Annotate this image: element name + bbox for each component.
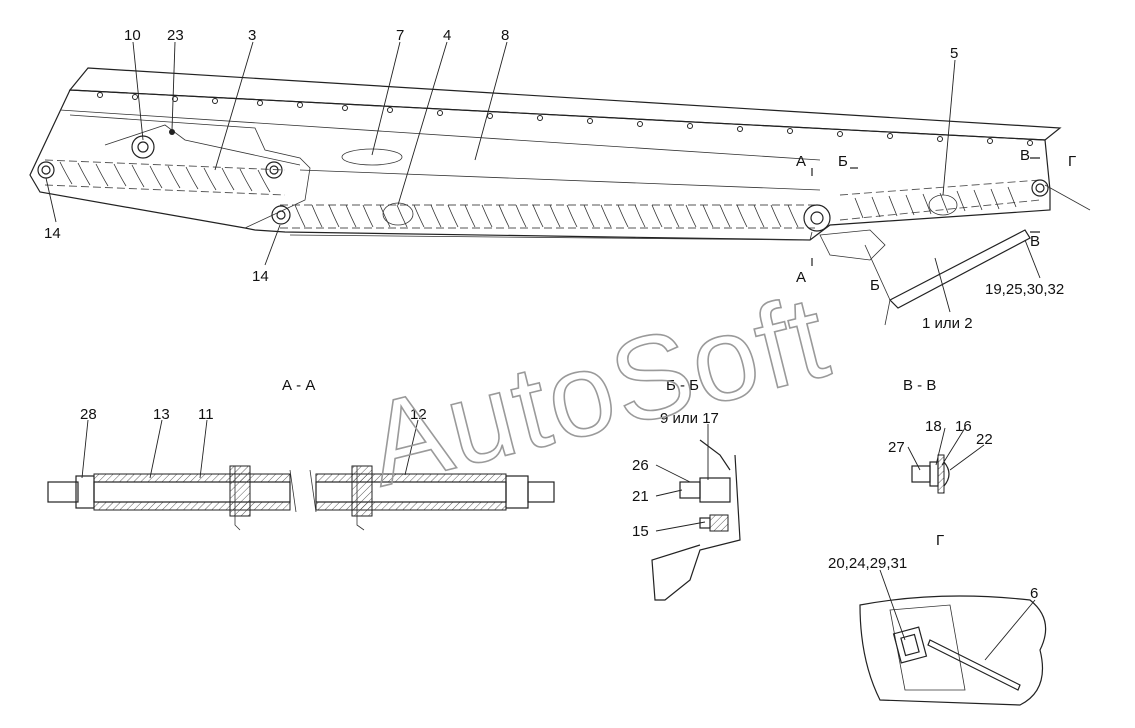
- frame-line: [289, 231, 813, 241]
- upper-housing: [69, 114, 311, 229]
- callout-14-left: 14: [44, 225, 61, 242]
- upper-auger: [37, 159, 286, 196]
- callout-labels: 10 23 3 7 4 8 5 14 14 19,25,30,32 1 или …: [44, 27, 1064, 602]
- callout-19-25-30-32: 19,25,30,32: [985, 281, 1064, 298]
- callout-14-center: 14: [252, 268, 269, 285]
- flap-link: [864, 244, 891, 326]
- inspection-window: [341, 148, 403, 166]
- callout-1-or-2: 1 или 2: [922, 315, 973, 332]
- callout-6: 6: [1030, 585, 1038, 602]
- callout-5: 5: [950, 45, 958, 62]
- section-titles: А - А Б - Б В - В Г: [282, 377, 944, 549]
- callout-3: 3: [248, 27, 256, 44]
- side-panel: [29, 89, 1051, 241]
- callout-15: 15: [632, 523, 649, 540]
- section-markers: [811, 157, 1040, 266]
- callout-26: 26: [632, 457, 649, 474]
- bolt-row: [97, 92, 1033, 146]
- sprocket-hub: [137, 141, 149, 153]
- callout-28: 28: [80, 406, 97, 423]
- section-vv-view: [911, 454, 950, 494]
- mark-b-bottom: Б: [870, 277, 880, 294]
- main-auger: [271, 202, 831, 232]
- callout-7: 7: [396, 27, 404, 44]
- conveyor-body: [29, 67, 1091, 326]
- callout-23: 23: [167, 27, 184, 44]
- drive-bracket: [819, 229, 886, 261]
- bolt-23: [169, 129, 175, 135]
- callout-4: 4: [443, 27, 451, 44]
- section-letters: А А Б Б В В Г: [796, 147, 1076, 294]
- mark-a-top: А: [796, 153, 806, 170]
- callout-20-24-29-31: 20,24,29,31: [828, 555, 907, 572]
- callout-18: 18: [925, 418, 942, 435]
- mark-v-top: В: [1020, 147, 1030, 164]
- mark-a-bottom: А: [796, 269, 806, 286]
- tension-arm: [104, 124, 301, 166]
- leader-lines: [45, 41, 1041, 661]
- right-auger: [839, 179, 1091, 221]
- callout-16: 16: [955, 418, 972, 435]
- section-bb-view: [651, 439, 741, 601]
- callout-13: 13: [153, 406, 170, 423]
- callout-8: 8: [501, 27, 509, 44]
- lower-flap: [888, 229, 1031, 309]
- callout-22: 22: [976, 431, 993, 448]
- callout-10: 10: [124, 27, 141, 44]
- title-section-aa: А - А: [282, 377, 315, 394]
- autosoft-watermark: AutoSoft: [355, 270, 842, 511]
- callout-21: 21: [632, 488, 649, 505]
- callout-9-or-17: 9 или 17: [660, 410, 719, 427]
- frame-line: [299, 169, 821, 191]
- callout-12: 12: [410, 406, 427, 423]
- callout-11: 11: [198, 406, 214, 423]
- title-view-g: Г: [936, 532, 944, 549]
- callout-27: 27: [888, 439, 905, 456]
- mark-b-top: Б: [838, 153, 848, 170]
- mark-g: Г: [1068, 153, 1076, 170]
- top-cover: [68, 67, 1062, 141]
- mark-v-bottom: В: [1030, 233, 1040, 250]
- title-section-vv: В - В: [903, 377, 936, 394]
- section-aa-view: [47, 465, 555, 531]
- view-g: [859, 595, 1047, 706]
- title-section-bb: Б - Б: [666, 377, 699, 394]
- frame-line: [59, 109, 821, 161]
